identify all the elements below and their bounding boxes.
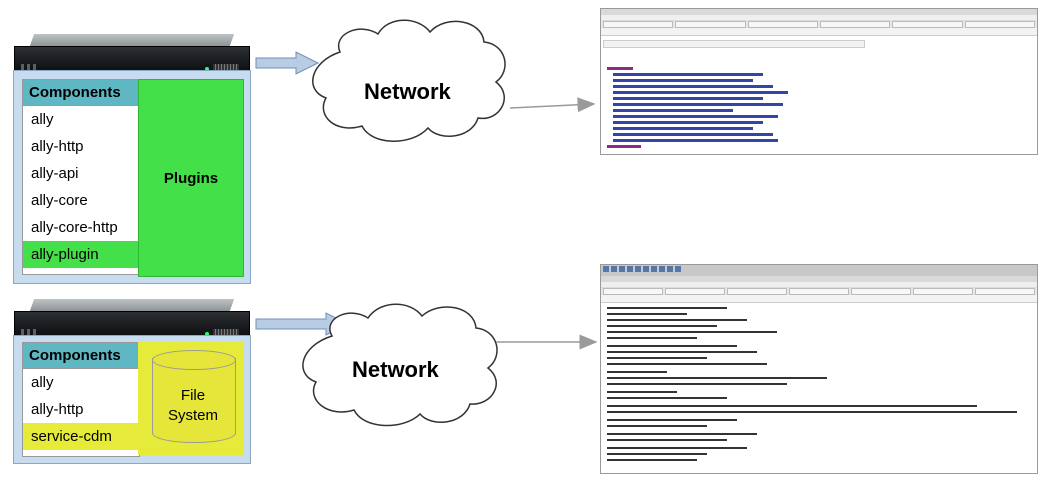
arrow-network-to-browser-top — [509, 97, 596, 113]
top-server-rack — [14, 34, 250, 77]
components-header: Components — [23, 80, 139, 106]
browser-screenshot-xml — [600, 8, 1038, 155]
component-ally: ally — [31, 374, 54, 391]
component-ally: ally — [31, 111, 54, 128]
component-ally-http: ally-http — [31, 401, 84, 418]
component-service-cdm: service-cdm — [23, 423, 139, 450]
file-system-label: File System — [167, 387, 218, 424]
file-system-cylinder — [152, 358, 236, 443]
component-ally-core-http: ally-core-http — [31, 219, 118, 236]
bottom-components-list: Components ally ally-http service-cdm — [22, 342, 140, 457]
top-components-list: Components ally ally-http ally-api ally-… — [22, 79, 140, 275]
components-header: Components — [23, 343, 139, 369]
component-ally-http: ally-http — [31, 138, 84, 155]
component-ally-api: ally-api — [31, 165, 79, 182]
top-server-panel: Components ally ally-http ally-api ally-… — [13, 70, 251, 284]
network-label-top: Network — [364, 79, 451, 104]
component-ally-core: ally-core — [31, 192, 88, 209]
plugins-box: Plugins — [138, 79, 244, 277]
bottom-server-rack — [14, 299, 250, 342]
arrow-top-server-to-network — [255, 51, 320, 75]
plugins-label: Plugins — [163, 169, 219, 187]
browser-screenshot-text — [600, 264, 1038, 474]
arrow-bottom-server-to-network — [255, 312, 350, 336]
component-ally-plugin: ally-plugin — [23, 241, 139, 268]
network-label-bottom: Network — [352, 357, 439, 382]
bottom-server-panel: Components ally ally-http service-cdm Fi… — [13, 335, 251, 464]
file-system-cylinder-top — [152, 350, 236, 370]
